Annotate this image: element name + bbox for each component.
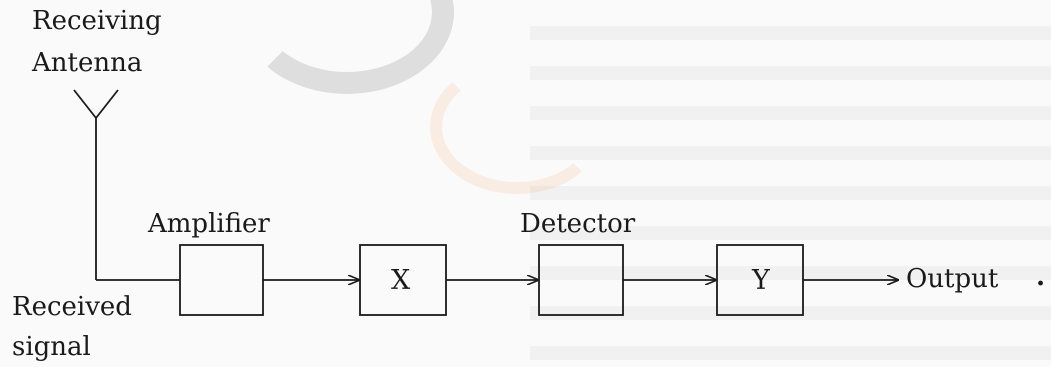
received-signal-label-line2: signal: [12, 332, 91, 362]
antenna-icon: [73, 89, 119, 280]
block-y-label: Y: [752, 265, 770, 296]
trailing-dot: .: [1036, 262, 1046, 292]
amplifier-label: Amplifier: [148, 209, 270, 239]
received-signal-label-line1: Received: [12, 292, 132, 322]
block-x-label: X: [391, 265, 411, 296]
detector-label: Detector: [520, 209, 636, 239]
antenna-label-line1: Receiving: [32, 6, 162, 36]
antenna-label-line2: Antenna: [32, 48, 143, 78]
detector-block: [538, 244, 624, 316]
output-label: Output: [906, 264, 999, 294]
amplifier-block: [179, 244, 264, 316]
